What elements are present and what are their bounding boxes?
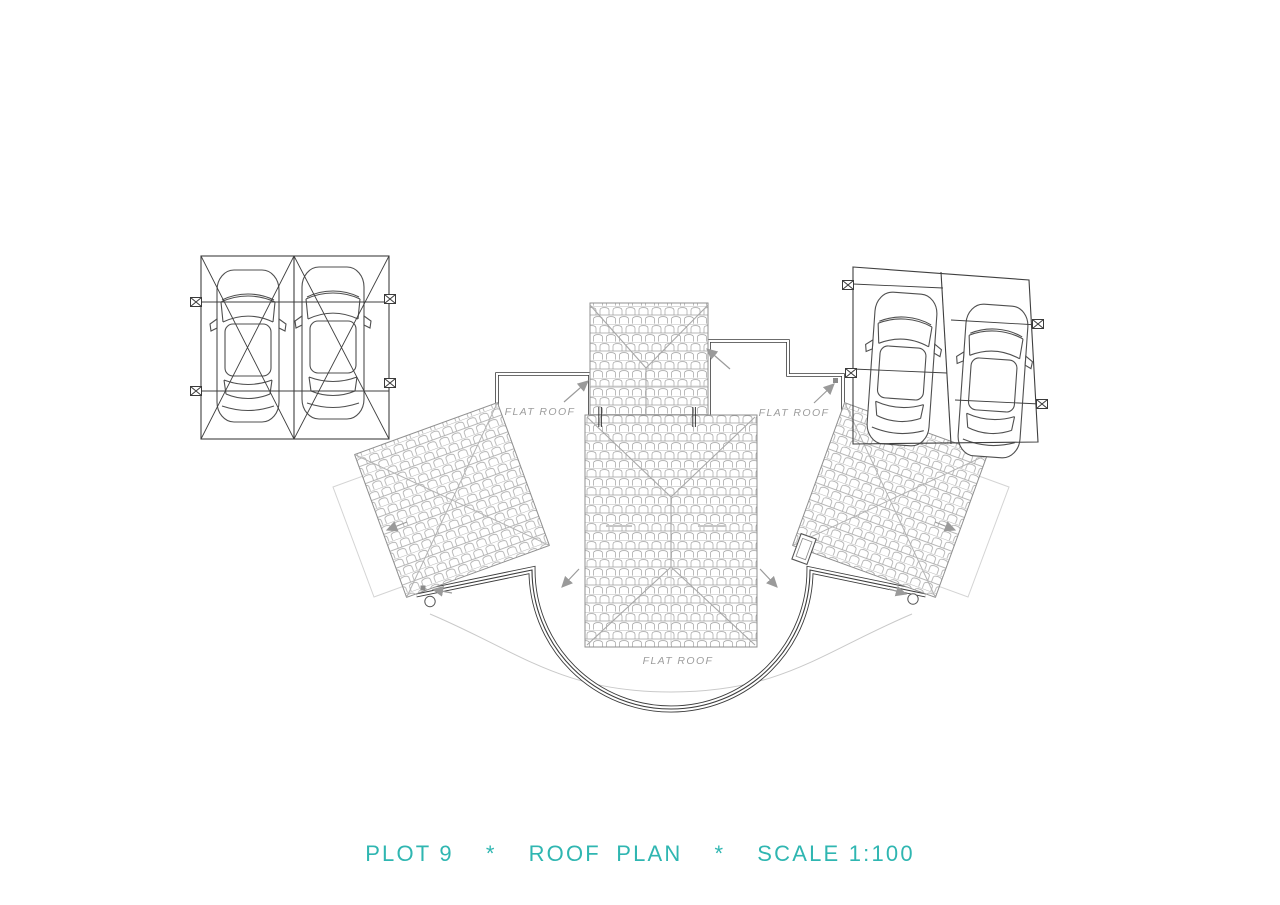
- marker-square: [833, 378, 838, 383]
- carport-frame: [852, 266, 1041, 445]
- arrow-right-wing: [934, 521, 957, 532]
- left-flat-roof-parapet: [495, 372, 592, 427]
- arrow-left-wing: [385, 521, 408, 532]
- left-carport: [190, 255, 396, 440]
- column-post: [1036, 399, 1048, 409]
- drawing-title: PLOT 9 * ROOF PLAN * SCALE 1:100: [0, 841, 1280, 867]
- carport-frame: [200, 255, 390, 440]
- arrow-right-outlet: [888, 585, 908, 597]
- right-wing-roof: [791, 401, 989, 599]
- flat-roof-label-right: FLAT ROOF: [759, 407, 830, 419]
- chimney: [791, 532, 817, 566]
- hip-lines: [792, 402, 988, 598]
- junction-walls: [598, 407, 696, 427]
- rainwater-outlet: [424, 595, 436, 608]
- arrow-left-outlet: [431, 586, 453, 597]
- column-post: [842, 280, 854, 290]
- curved-parapet: [415, 565, 927, 713]
- central-hipped-roof: [584, 302, 758, 648]
- arrow-left-flat-roof: [563, 380, 589, 403]
- title-plot: PLOT 9: [365, 841, 454, 866]
- drainage-curve: [429, 613, 913, 693]
- rainwater-outlet: [907, 593, 919, 605]
- hip-lines: [354, 402, 550, 598]
- column-post: [190, 297, 202, 307]
- car: [858, 289, 946, 449]
- column-post: [384, 294, 396, 304]
- column-post: [190, 386, 202, 396]
- flat-roof-label-bottom: FLAT ROOF: [643, 655, 714, 667]
- right-carport: [842, 266, 1048, 461]
- flat-roof-label-left: FLAT ROOF: [505, 406, 576, 418]
- marker-square: [420, 585, 426, 591]
- title-separator: *: [485, 841, 497, 866]
- title-drawing-name: ROOF PLAN: [528, 841, 683, 866]
- ridge-and-hip-lines: [586, 304, 756, 646]
- left-wing-roof: [353, 401, 551, 599]
- column-post: [1032, 319, 1044, 329]
- arrow-main-roof-left: [561, 568, 580, 588]
- car: [294, 266, 372, 420]
- arrow-right-flat-roof-1: [706, 348, 731, 370]
- point-markers: [420, 378, 919, 608]
- car: [949, 301, 1037, 461]
- title-separator: *: [714, 841, 726, 866]
- slope-arrows: [385, 348, 957, 597]
- arrow-main-roof-right: [759, 568, 778, 588]
- title-scale: SCALE 1:100: [757, 841, 915, 866]
- column-post: [384, 378, 396, 388]
- right-flat-roof-parapet: [707, 339, 845, 417]
- arrow-right-flat-roof-2: [813, 383, 835, 404]
- column-post: [845, 368, 857, 378]
